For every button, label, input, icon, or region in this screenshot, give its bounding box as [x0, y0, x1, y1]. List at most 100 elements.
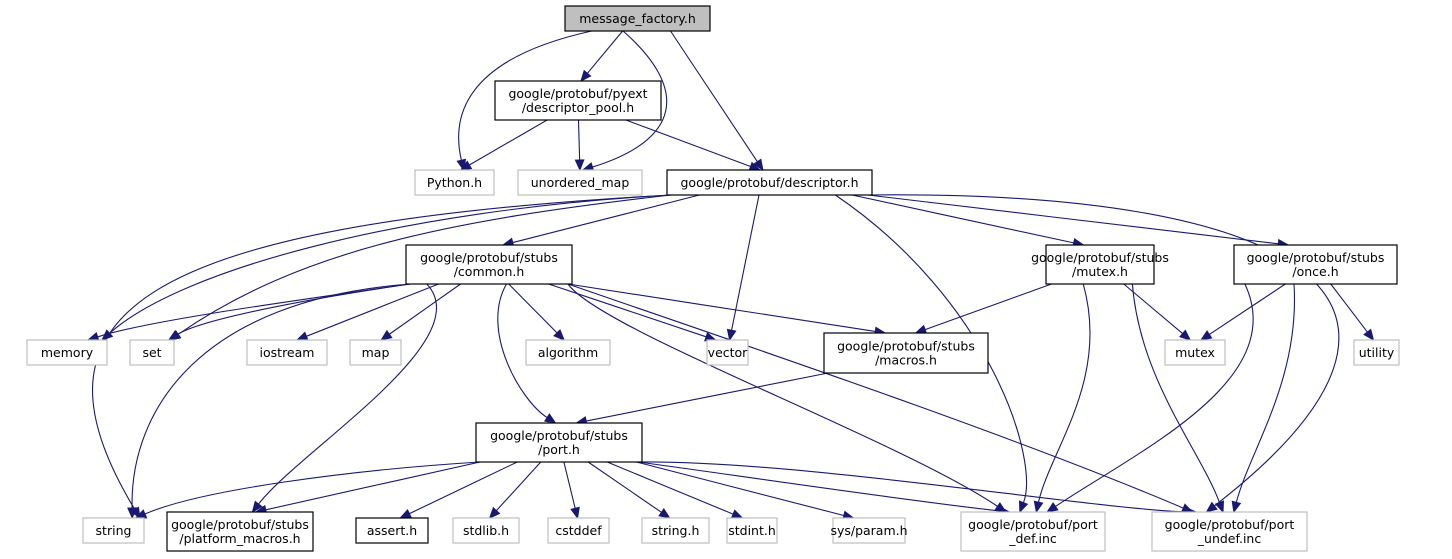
arrowhead-icon [295, 331, 309, 341]
node-string-h: string.h [641, 517, 710, 544]
edges-layer [86, 30, 1375, 521]
node-label: /once.h [1292, 264, 1338, 279]
edge-line [495, 461, 542, 511]
edge-descriptor-to-memory [101, 194, 672, 341]
arrowhead-icon [730, 509, 744, 519]
node-sys-param: sys/param.h [830, 517, 908, 544]
edge-line [567, 283, 1184, 509]
node-box [1233, 244, 1398, 285]
node-set: set [129, 339, 175, 366]
edge-line [592, 30, 668, 168]
node-box [246, 339, 328, 366]
edge-line [177, 194, 672, 335]
edge-line [92, 194, 672, 510]
edge-line [548, 283, 707, 338]
edge-once-to-port_undef [1231, 283, 1296, 514]
node-box [1353, 339, 1400, 366]
node-assert[interactable]: assert.h [355, 517, 429, 544]
node-platform-macros[interactable]: google/protobuf/stubs/platform_macros.h [166, 511, 314, 552]
node-descriptor-pool[interactable]: google/protobuf/pyext/descriptor_pool.h [494, 80, 662, 121]
arrowhead-icon [399, 508, 412, 519]
node-label: iostream [260, 345, 315, 360]
node-box [166, 511, 314, 552]
node-box [1164, 339, 1226, 366]
edge-descriptor-to-common [501, 194, 700, 248]
node-label: string.h [652, 523, 700, 538]
node-label: map [362, 345, 390, 360]
edge-port-to-stdlib [488, 461, 542, 519]
node-label: message_factory.h [579, 11, 696, 26]
node-mutex: mutex [1164, 339, 1226, 366]
node-box [823, 332, 989, 374]
node-once[interactable]: google/protobuf/stubs/once.h [1233, 244, 1398, 285]
edge-mutex_h-to-mutex [1123, 283, 1192, 341]
edge-line [1235, 283, 1296, 503]
node-cstddef: cstddef [547, 517, 610, 544]
node-box [349, 339, 402, 366]
edge-port-to-port_def [637, 461, 1011, 516]
arrowhead-icon [1205, 501, 1218, 513]
node-label: assert.h [367, 523, 417, 538]
node-label: cstddef [555, 523, 602, 538]
node-iostream: iostream [246, 339, 328, 366]
edge-descriptor-to-vector [726, 194, 760, 342]
edge-line [1123, 283, 1183, 334]
edge-line [1209, 283, 1286, 335]
node-macros[interactable]: google/protobuf/stubs/macros.h [823, 332, 989, 374]
edge-descriptor_pool-to-descriptor [625, 119, 762, 171]
node-stdlib: stdlib.h [452, 517, 520, 544]
node-port[interactable]: google/protobuf/stubs/port.h [475, 422, 643, 463]
node-box [26, 339, 108, 366]
edge-line [1330, 283, 1368, 333]
node-port-def: google/protobuf/port_def.inc [960, 511, 1106, 552]
edge-common-to-macros [567, 283, 887, 337]
node-common[interactable]: google/protobuf/stubs/common.h [405, 244, 573, 285]
node-label: google/protobuf/stubs [1031, 250, 1169, 265]
node-label: google/protobuf/stubs [1247, 250, 1385, 265]
node-box [82, 517, 145, 544]
node-string: string [82, 517, 145, 544]
node-box [960, 511, 1106, 552]
edge-descriptor_pool-to-python [459, 119, 548, 171]
edge-line [176, 283, 411, 336]
node-box [726, 517, 778, 544]
edge-line [670, 30, 758, 162]
nodes-layer: message_factory.h google/protobuf/pyext/d… [26, 5, 1400, 552]
edge-line [924, 283, 1052, 331]
arrowhead-icon [658, 507, 671, 519]
node-mutex-h[interactable]: google/protobuf/stubs/mutex.h [1031, 244, 1169, 285]
node-message-factory[interactable]: message_factory.h [564, 5, 711, 32]
node-label: google/protobuf/pyext [508, 86, 647, 101]
edge-line [1037, 283, 1091, 503]
edge-line [586, 30, 624, 74]
edge-once-to-mutex [1199, 283, 1286, 341]
edge-descriptor-to-port_def [835, 194, 1029, 514]
edge-port-to-string [134, 461, 481, 519]
node-label: Python.h [427, 175, 482, 190]
node-box [494, 80, 662, 121]
arrowhead-icon [726, 328, 737, 342]
node-box [452, 517, 520, 544]
edge-port-to-stdint [607, 461, 744, 519]
edge-common-to-algorithm [508, 283, 565, 341]
node-box [547, 517, 610, 544]
arrowhead-icon [580, 69, 592, 82]
edge-line [586, 372, 829, 422]
edge-line [1131, 283, 1221, 503]
edge-common-to-platform_macros [251, 283, 437, 514]
node-descriptor[interactable]: google/protobuf/descriptor.h [666, 169, 873, 196]
node-box [525, 339, 611, 366]
edge-line [508, 283, 558, 334]
node-label: /descriptor_pool.h [522, 100, 634, 115]
edge-line [409, 461, 518, 515]
arrowhead-icon [167, 330, 181, 341]
node-label: string [96, 523, 132, 538]
edge-line [567, 283, 998, 507]
node-label: google/protobuf/stubs [490, 428, 628, 443]
edge-line [587, 461, 662, 513]
edge-line [867, 194, 1279, 245]
edge-common-to-vector [548, 283, 717, 342]
node-box [1045, 244, 1155, 285]
node-port-undef: google/protobuf/port_undef.inc [1151, 511, 1308, 552]
